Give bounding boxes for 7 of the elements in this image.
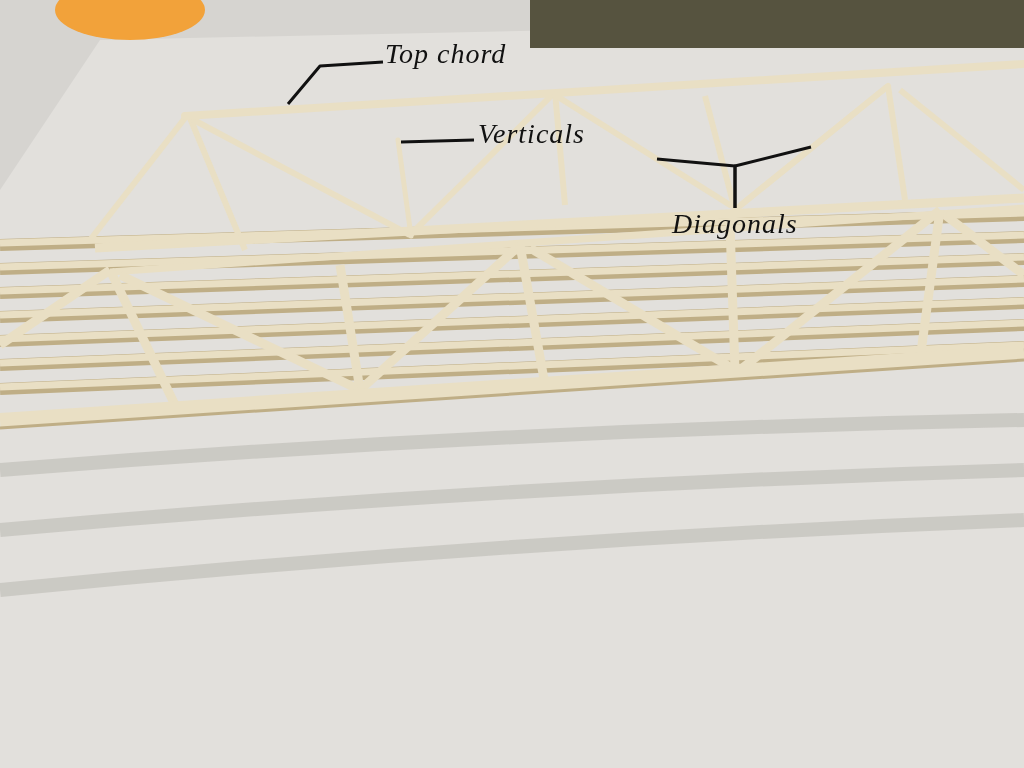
leader-line bbox=[286, 60, 384, 105]
leader-line bbox=[400, 138, 475, 144]
truss-member bbox=[395, 137, 414, 239]
callout-label: Diagonals bbox=[672, 208, 798, 240]
leader-line bbox=[733, 145, 812, 208]
callout-label: Top chord bbox=[385, 38, 507, 70]
callout-label: Verticals bbox=[478, 118, 585, 150]
